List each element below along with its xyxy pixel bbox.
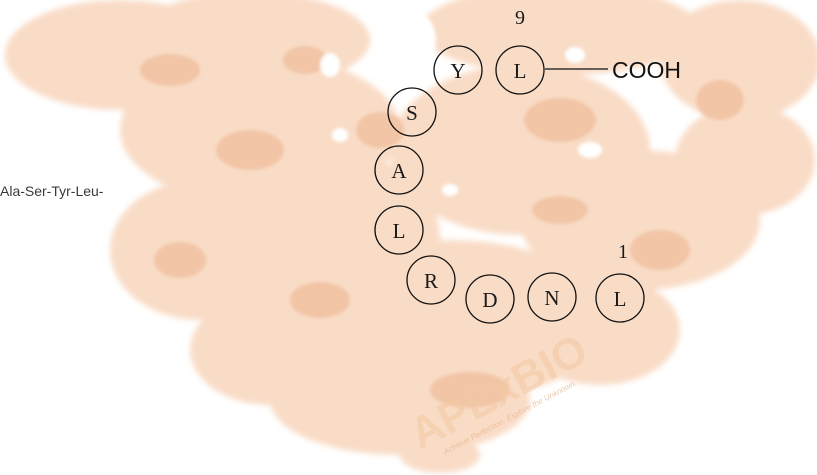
sequence-text: Ala-Ser-Tyr-Leu-: [0, 183, 103, 199]
residue-l9-label: L: [514, 59, 527, 83]
residue-s7-label: S: [406, 101, 418, 125]
position-number-start: 1: [618, 241, 628, 263]
protein-surface: [5, 0, 817, 473]
position-number-end: 9: [515, 7, 525, 29]
residue-a6-label: A: [391, 159, 407, 183]
residue-y8-label: Y: [450, 59, 465, 83]
c-terminus-label: COOH: [612, 57, 681, 83]
residue-r4-label: R: [424, 269, 438, 293]
residue-d3-label: D: [482, 288, 497, 312]
residue-l1-label: L: [614, 287, 627, 311]
residue-n2-label: N: [544, 286, 559, 310]
residue-l5-label: L: [393, 219, 406, 243]
